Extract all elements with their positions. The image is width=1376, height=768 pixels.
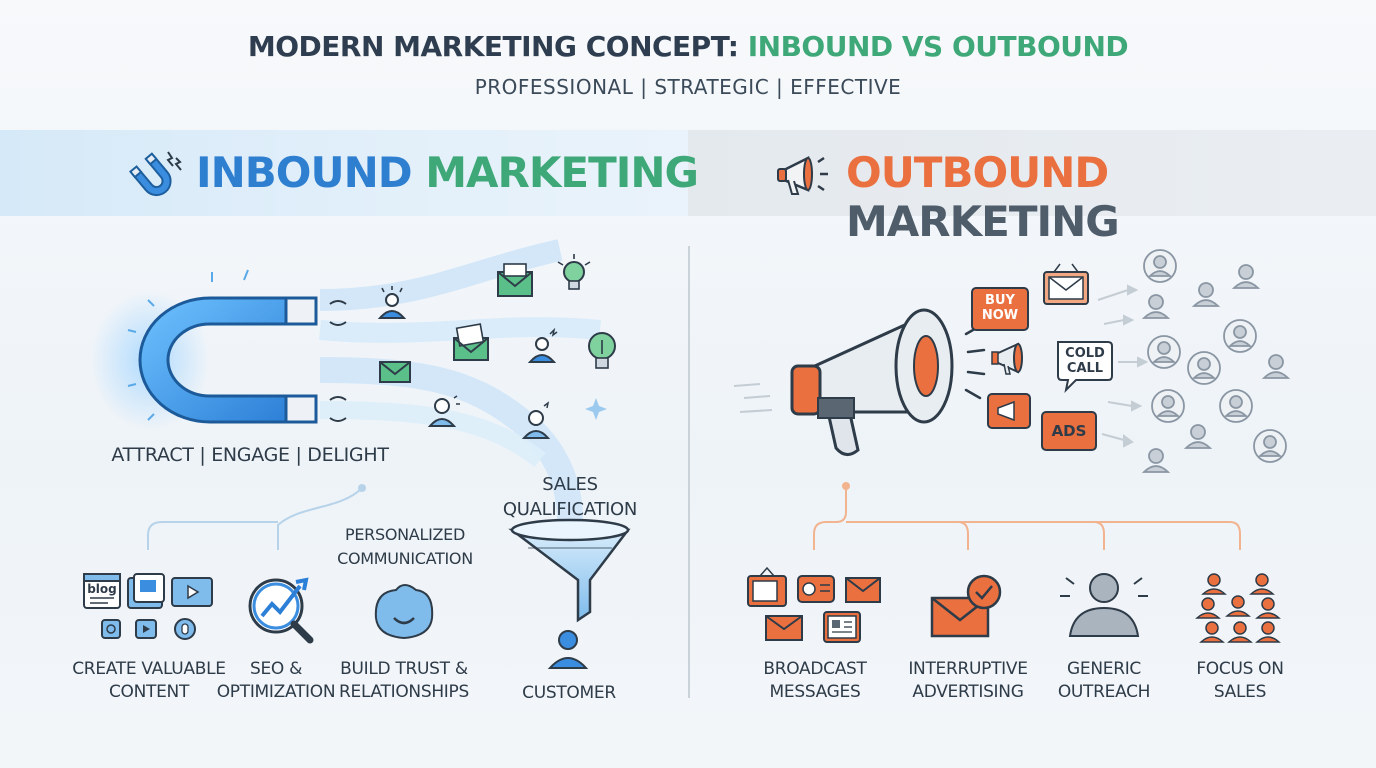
page-subtitle: PROFESSIONAL | STRATEGIC | EFFECTIVE — [474, 75, 902, 99]
feature-create-content: CREATE VALUABLE CONTENT — [72, 659, 226, 702]
megaphone-small-icon — [777, 155, 828, 195]
cold-call-tag: COLD CALL — [1065, 346, 1105, 376]
title-part-1: MODERN MARKETING CONCEPT: — [247, 30, 748, 63]
inbound-flow-illustration — [83, 239, 631, 669]
feature-focus-sales: FOCUS ON SALES — [1196, 659, 1284, 702]
personalized-communication-label: PERSONALIZED COMMUNICATION — [337, 525, 473, 568]
blog-label: blog — [87, 582, 117, 596]
inbound-title-word2: MARKETING — [425, 148, 699, 197]
inbound-banner — [0, 130, 688, 216]
inbound-title-word1: INBOUND — [196, 148, 413, 197]
feature-seo: SEO & OPTIMIZATION — [216, 659, 336, 702]
inbound-stages: ATTRACT | ENGAGE | DELIGHT — [111, 444, 389, 466]
customer-icon — [547, 630, 589, 669]
feature-build-trust: BUILD TRUST & RELATIONSHIPS — [339, 659, 469, 702]
inbound-title: INBOUND MARKETING — [196, 148, 699, 197]
outbound-title-word2: MARKETING — [846, 197, 1120, 246]
ads-tag: ADS — [1051, 422, 1087, 440]
magnet-small-icon — [129, 151, 182, 197]
title-part-2: INBOUND VS OUTBOUND — [747, 30, 1129, 63]
buy-now-tag: BUY NOW — [981, 293, 1019, 323]
feature-generic-outreach: GENERIC OUTREACH — [1057, 659, 1151, 702]
outbound-title-word1: OUTBOUND — [846, 148, 1109, 197]
sales-qualification-label: SALES QUALIFICATION — [502, 474, 638, 520]
section-divider — [688, 246, 690, 698]
feature-interruptive: INTERRUPTIVE ADVERTISING — [908, 659, 1028, 702]
page-title: MODERN MARKETING CONCEPT: INBOUND VS OUT… — [0, 30, 1376, 63]
outbound-title: OUTBOUND MARKETING — [846, 148, 1376, 246]
person-icon — [377, 286, 407, 319]
customer-label: CUSTOMER — [522, 683, 616, 703]
feature-broadcast: BROADCAST MESSAGES — [763, 659, 867, 702]
